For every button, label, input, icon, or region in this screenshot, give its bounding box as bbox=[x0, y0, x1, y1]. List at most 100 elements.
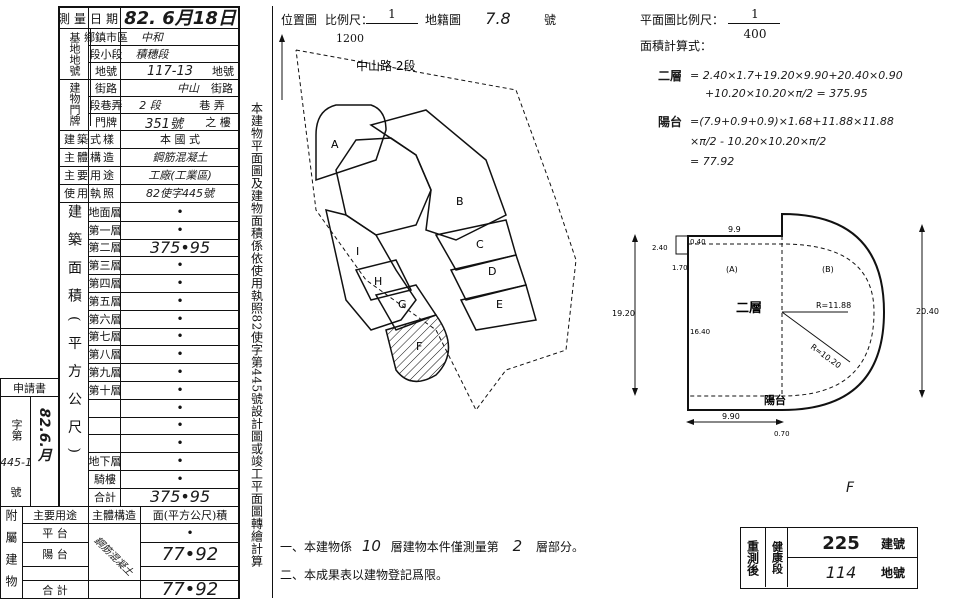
stamp-bldg-label: 建號 bbox=[880, 536, 905, 551]
site-scale-label: 比例尺： bbox=[324, 12, 373, 27]
label-a: A bbox=[331, 138, 339, 151]
usage-label: 主要用途 bbox=[64, 169, 116, 182]
land-map-label: 地籍圖 bbox=[424, 12, 461, 27]
doorplate-label: 門牌 bbox=[95, 116, 117, 129]
floor-area-value: • bbox=[176, 311, 184, 326]
attached-col-structure: 主體構造 bbox=[92, 509, 136, 522]
attached-value-balcony: 77•92 bbox=[161, 543, 219, 565]
stamp-land: 114 bbox=[825, 562, 857, 582]
floor-area-value: • bbox=[176, 382, 184, 397]
note-2: 二、本成果表以建物登記爲限。 bbox=[280, 568, 449, 582]
note-1: 一、本建物係 10 層建物本件僅測量第 2 層部分。 bbox=[280, 537, 584, 555]
floor-name: 第三層 bbox=[88, 259, 122, 273]
stamp-title1: 重測後 bbox=[745, 539, 760, 576]
formula-a-label: 二層 bbox=[657, 68, 682, 83]
formula-b-line3: = 77.92 bbox=[690, 154, 735, 168]
dim-bottom: 9.90 bbox=[722, 412, 740, 421]
doorplate-suffix: 之 樓 bbox=[205, 116, 231, 129]
floor-name: 第八層 bbox=[88, 348, 122, 362]
formula-b-line1: =(7.9+0.9+0.9)×1.68+11.88×11.88 bbox=[690, 114, 894, 128]
formula-a-line1: = 2.40×1.7+19.20×9.90+20.40×0.90 bbox=[690, 68, 903, 82]
attached-col-use: 主要用途 bbox=[33, 509, 77, 522]
plan-outline bbox=[687, 212, 886, 411]
section-label: 段小段 bbox=[89, 48, 123, 61]
floor-area-value: • bbox=[176, 347, 184, 362]
dim-inner: 16.40 bbox=[690, 328, 710, 336]
site-scale-den: 1200 bbox=[336, 31, 364, 45]
application-suffix: 號 bbox=[10, 486, 22, 499]
label-h: H bbox=[374, 275, 382, 288]
floor-name: 第一層 bbox=[88, 223, 122, 237]
application-label: 字第 bbox=[10, 419, 23, 441]
label-g: G bbox=[398, 298, 407, 311]
formula-a-line2: +10.20×10.20×π/2 = 375.95 bbox=[705, 86, 868, 100]
building-i bbox=[325, 208, 417, 331]
vertical-note: 本建物平面圖及建物面積係依使用執照82使字第445號設計圖或竣工平面圖轉繪計算 bbox=[249, 102, 264, 568]
dim-240: 2.40 bbox=[652, 244, 668, 252]
dim-top: 9.9 bbox=[728, 225, 741, 234]
building-f bbox=[385, 314, 450, 383]
attached-value-total: 77•92 bbox=[161, 578, 219, 600]
dim-070: 0.70 bbox=[774, 430, 790, 438]
dim-right: 20.40 bbox=[916, 307, 939, 316]
formula-b-line2: ×π/2 - 10.20×10.20×π/2 bbox=[690, 134, 827, 148]
site-plan-drawing: 中山路 2段 A B C D E F G H I bbox=[279, 34, 577, 411]
doorplate-value: 351號 bbox=[145, 116, 183, 132]
label-d: D bbox=[488, 265, 496, 278]
site-plan-title: 位置圖 bbox=[280, 12, 317, 27]
floor-area-value: 375•95 bbox=[149, 238, 211, 257]
application-title: 申請書 bbox=[13, 381, 46, 395]
label-c: C bbox=[476, 238, 484, 251]
lane-suffix: 巷 弄 bbox=[199, 99, 225, 112]
mark-a: (A) bbox=[726, 265, 738, 274]
floor-area-value: 375•95 bbox=[149, 487, 211, 507]
label-f: F bbox=[416, 340, 422, 353]
floor-plan-drawing: 19.20 20.40 9.9 2.40 0.40 1.70 16.40 R=1… bbox=[612, 212, 939, 438]
floor-area-value: • bbox=[176, 471, 184, 486]
stamp-title2: 健康段 bbox=[770, 541, 784, 574]
site-scale-num: 1 bbox=[388, 7, 396, 21]
street-value: 中山 bbox=[177, 82, 199, 95]
dim-r2: R=10.20 bbox=[809, 342, 843, 370]
calc-label: 面積計算式： bbox=[640, 38, 713, 53]
survey-date-value: 82. 6月18日 bbox=[124, 8, 236, 29]
structure-value: 鋼筋混凝土 bbox=[152, 151, 208, 164]
floor-name: 第六層 bbox=[88, 312, 122, 326]
floor-name: 第十層 bbox=[88, 383, 122, 397]
floor-name: 合計 bbox=[94, 490, 116, 504]
floor-area-value: • bbox=[176, 365, 184, 380]
dim-040: 0.40 bbox=[690, 238, 706, 246]
style-value: 本 國 式 bbox=[160, 133, 200, 146]
label-i: I bbox=[356, 245, 359, 258]
floor-name: 地下層 bbox=[88, 455, 122, 469]
application-no: 445-1 bbox=[0, 455, 32, 469]
building-octagon bbox=[335, 137, 432, 236]
lot-label: 地號 bbox=[95, 65, 117, 78]
road-label: 中山路 2段 bbox=[356, 58, 415, 73]
attached-row-total: 合 計 bbox=[42, 583, 68, 597]
lane-label: 段巷弄 bbox=[89, 99, 123, 112]
floor-name bbox=[90, 417, 120, 435]
base-land-header: 基地地號 bbox=[68, 32, 81, 76]
plan-scale-den: 400 bbox=[743, 27, 767, 41]
section-value: 積穗段 bbox=[135, 48, 169, 61]
floor-area-value: • bbox=[176, 418, 184, 433]
floor-area-value: • bbox=[176, 258, 184, 273]
stamp-land-label: 地號 bbox=[880, 565, 905, 580]
dim-170: 1.70 bbox=[672, 264, 688, 272]
plan-scale-label: 平面圖比例尺： bbox=[640, 12, 725, 27]
area-header: 建築面積(平方公尺) bbox=[66, 203, 82, 467]
parcel-boundary bbox=[295, 49, 577, 411]
floor-name: 第九層 bbox=[88, 366, 122, 380]
application-value: 82.6.月 bbox=[36, 408, 52, 462]
label-e: E bbox=[496, 298, 503, 311]
survey-date-label: 測量日期 bbox=[58, 11, 123, 26]
attached-value-terrace: • bbox=[186, 526, 194, 540]
plan-balcony-label: 陽台 bbox=[764, 393, 786, 407]
floor-area-value: • bbox=[176, 329, 184, 344]
plan-floor-label: 二層 bbox=[736, 301, 762, 316]
formula-b-label: 陽台 bbox=[657, 114, 682, 129]
floor-area-value: • bbox=[176, 293, 184, 308]
district-label: 鄉鎮市區 bbox=[84, 31, 128, 44]
building-e bbox=[459, 284, 537, 331]
